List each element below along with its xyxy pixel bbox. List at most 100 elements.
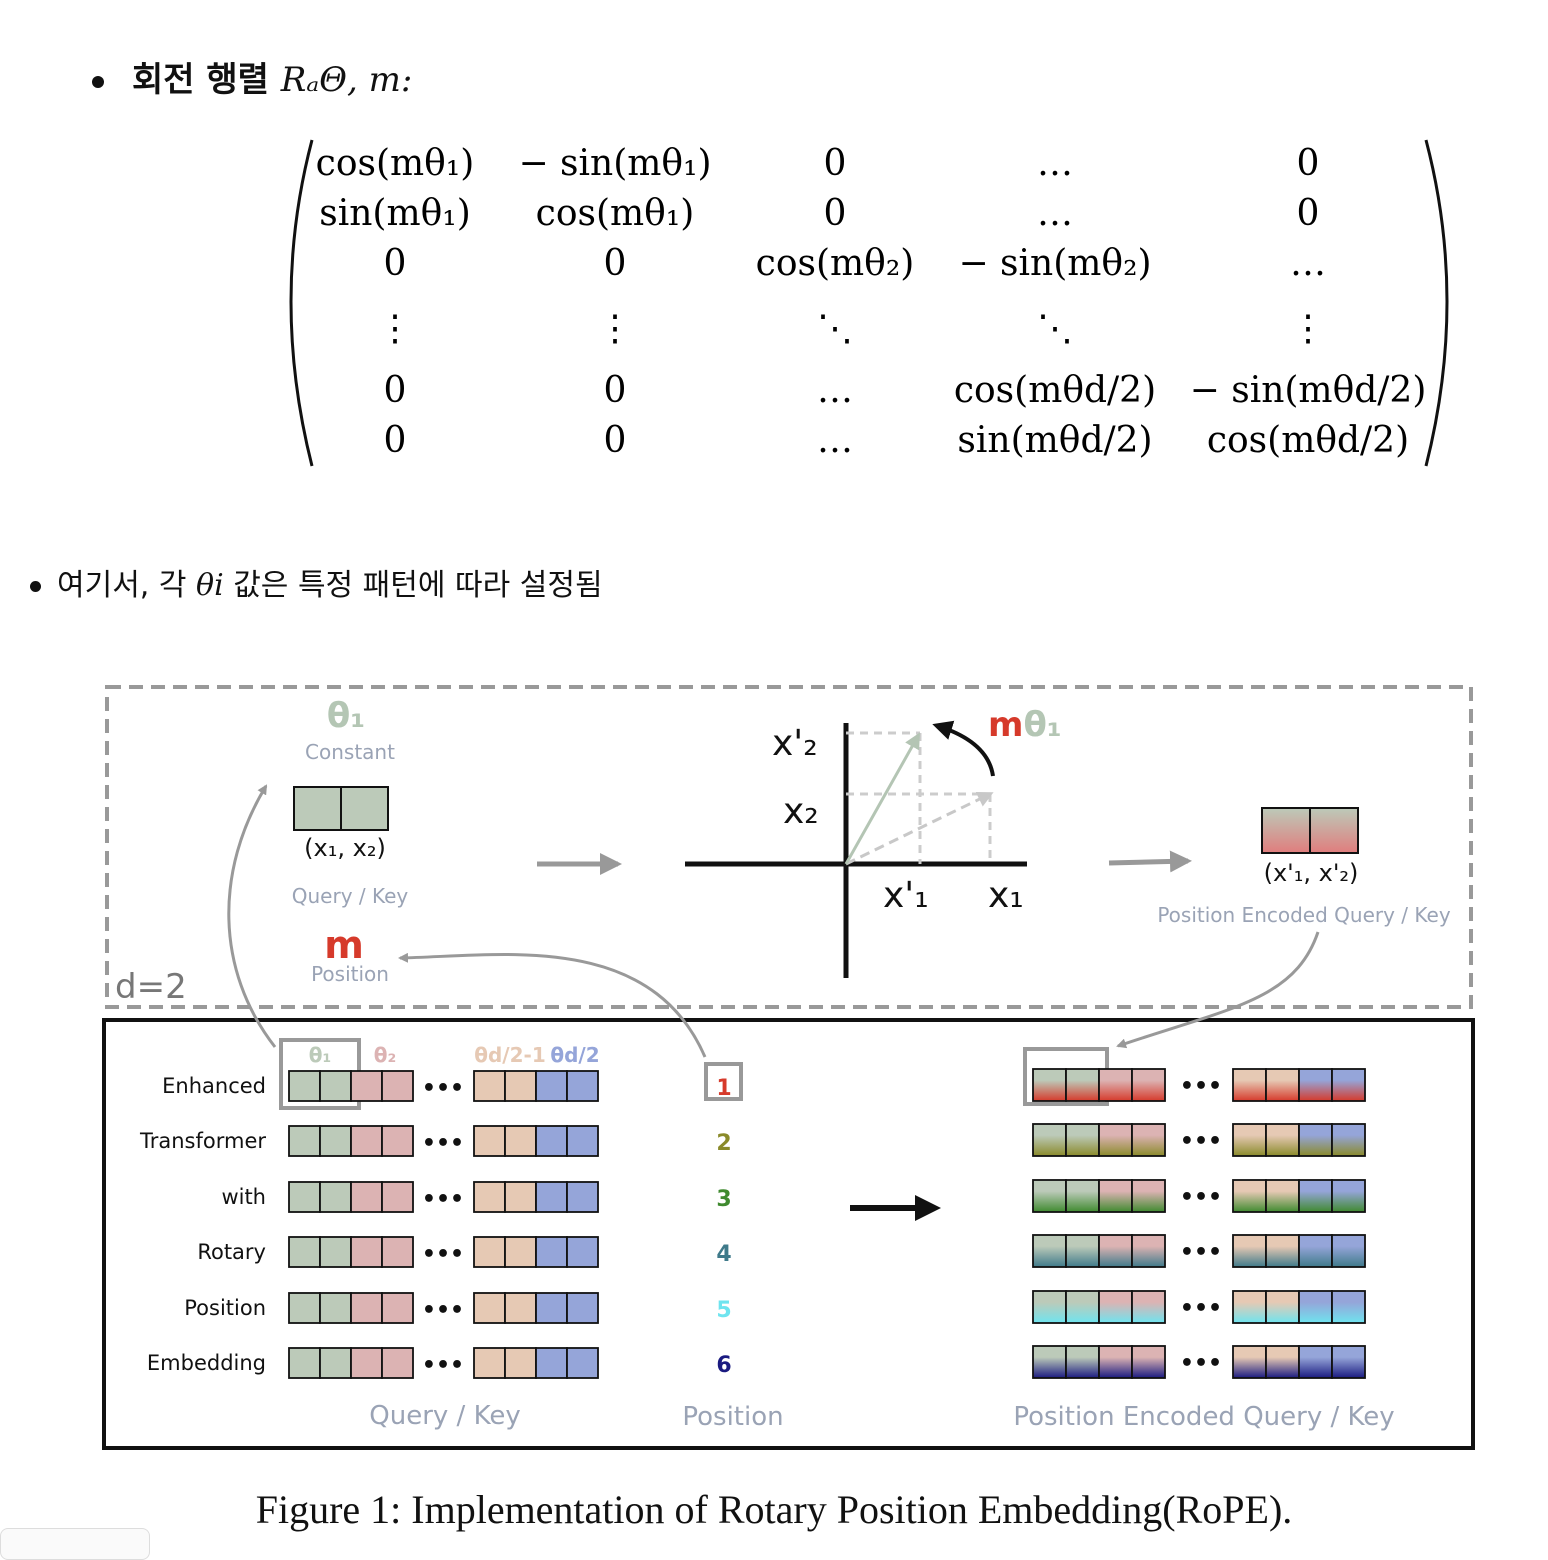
- encoded-cell: [1131, 1290, 1166, 1324]
- encoded-cell: [1232, 1068, 1267, 1102]
- figure-caption: Figure 1: Implementation of Rotary Posit…: [255, 1487, 1293, 1532]
- sequence-box: [102, 1018, 1475, 1450]
- d-label: d=2: [115, 967, 187, 1007]
- encoded-cell: [1331, 1290, 1366, 1324]
- original-vector: [845, 792, 994, 866]
- query-cell: [504, 1292, 537, 1324]
- arrow-theta-to-constant: [227, 784, 277, 1048]
- ellipsis-dots: •••: [422, 1076, 464, 1101]
- encoded-cell: [1265, 1345, 1300, 1379]
- encoded-cell: [1065, 1345, 1100, 1379]
- position-number: 4: [716, 1242, 731, 1267]
- encoded-cell: [1065, 1290, 1100, 1324]
- position-number: 5: [716, 1298, 731, 1323]
- d2-example-box: [105, 685, 1473, 1009]
- matrix-cell: cos(mθ₂): [756, 243, 915, 284]
- angle-m: m: [988, 705, 1023, 745]
- query-pair-label: (x₁, x₂): [304, 834, 386, 862]
- encoded-cell: [1331, 1345, 1366, 1379]
- query-cell: [566, 1236, 599, 1268]
- query-cell: [535, 1181, 568, 1213]
- axis-xp1: x'₁: [883, 875, 929, 916]
- query-key-label-top: Query / Key: [292, 884, 409, 908]
- query-cell: [319, 1070, 352, 1102]
- matrix-cell: …: [1037, 143, 1073, 184]
- matrix-cell: 0: [604, 420, 627, 461]
- query-cell: [381, 1292, 414, 1324]
- arrow-to-output: [1108, 850, 1192, 873]
- encoded-cell: [1098, 1179, 1133, 1213]
- matrix-cell: cos(mθ₁): [536, 193, 695, 234]
- ellipsis-dots: •••: [1180, 1074, 1222, 1099]
- ellipsis-dots: •••: [422, 1298, 464, 1323]
- encoded-cell: [1098, 1290, 1133, 1324]
- row-word: Rotary: [197, 1240, 266, 1264]
- query-cell: [288, 1236, 321, 1268]
- encoded-cell: [1098, 1068, 1133, 1102]
- matrix-cell: 0: [384, 420, 407, 461]
- query-cell: [381, 1070, 414, 1102]
- encoded-cell: [1065, 1179, 1100, 1213]
- encoded-cell: [1098, 1345, 1133, 1379]
- query-cell: [288, 1292, 321, 1324]
- angle-theta: θ₁: [1023, 705, 1061, 745]
- position1-highlight: [704, 1062, 743, 1101]
- bullet-note-math: θi: [196, 568, 224, 603]
- matrix-cell: …: [817, 370, 853, 411]
- query-cell: [504, 1347, 537, 1379]
- arrow-position-to-m: [398, 952, 707, 1058]
- matrix-cell: ⋮: [1290, 308, 1326, 349]
- ellipsis-dots: •••: [422, 1131, 464, 1156]
- matrix-cell: sin(mθd/2): [957, 420, 1152, 461]
- rope-figure: d=2 θ₁ Constant (x₁, x₂) Query / Key m P…: [102, 685, 1475, 1450]
- query-cell: [288, 1070, 321, 1102]
- encoded-cell: [1032, 1068, 1067, 1102]
- matrix-cell: 0: [824, 143, 847, 184]
- query-cell: [319, 1292, 352, 1324]
- query-cell: [381, 1181, 414, 1213]
- query-cell: [319, 1347, 352, 1379]
- query-cell: [566, 1181, 599, 1213]
- encoded-label-top: Position Encoded Query / Key: [1157, 903, 1450, 927]
- matrix-right-paren: [1424, 139, 1449, 467]
- encoded-cell: [1331, 1234, 1366, 1268]
- encoded-cell: [1131, 1123, 1166, 1157]
- query-cell: [535, 1236, 568, 1268]
- ellipsis-dots: •••: [1180, 1129, 1222, 1154]
- matrix-cell: ⋱: [817, 308, 853, 349]
- encoded-cell: [1298, 1234, 1333, 1268]
- corner-widget: [0, 1528, 150, 1560]
- query-cell: [288, 1347, 321, 1379]
- encoded-cell: [1331, 1123, 1366, 1157]
- ellipsis-dots: •••: [422, 1353, 464, 1378]
- matrix-cell: …: [817, 420, 853, 461]
- query-cell: [288, 1181, 321, 1213]
- query-cell: [288, 1125, 321, 1157]
- encoded-cell: [1098, 1234, 1133, 1268]
- encoded-cell: [1098, 1123, 1133, 1157]
- query-cell: [535, 1125, 568, 1157]
- encoded-cell: [1298, 1068, 1333, 1102]
- ellipsis-dots: •••: [422, 1187, 464, 1212]
- query-cell: [350, 1070, 383, 1102]
- ellipsis-dots: •••: [1180, 1296, 1222, 1321]
- encoded-cell: [1265, 1234, 1300, 1268]
- encoded-cell: [1265, 1068, 1300, 1102]
- query-cell: [535, 1292, 568, 1324]
- query-cell: [473, 1125, 506, 1157]
- row-word: with: [221, 1185, 266, 1209]
- query-cell: [350, 1125, 383, 1157]
- ellipsis-dots: •••: [1180, 1240, 1222, 1265]
- query-cell: [566, 1070, 599, 1102]
- query-cell: [566, 1292, 599, 1324]
- theta1-label: θ₁: [327, 696, 365, 736]
- bullet-note-prefix: 여기서, 각: [57, 568, 197, 603]
- encoded-cell: [1265, 1123, 1300, 1157]
- encoded-cell: [1298, 1123, 1333, 1157]
- query-cell: [504, 1181, 537, 1213]
- query-cell: [473, 1181, 506, 1213]
- matrix-cell: …: [1037, 193, 1073, 234]
- encoded-cell: [1265, 1290, 1300, 1324]
- theta-header: θ₂: [374, 1043, 397, 1067]
